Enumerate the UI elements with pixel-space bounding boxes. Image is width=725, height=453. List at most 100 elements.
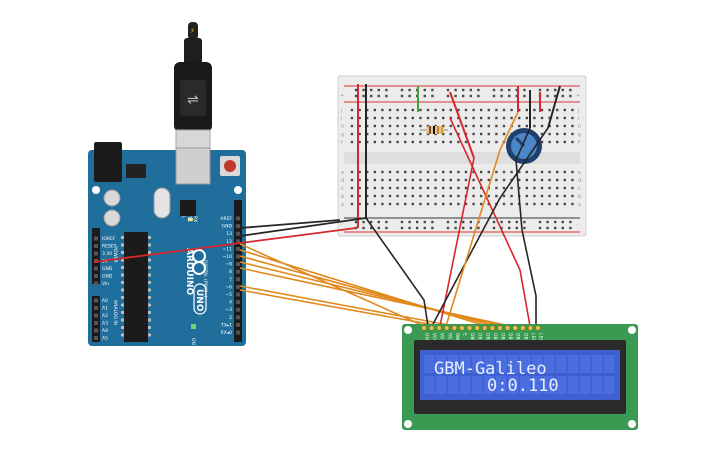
breadboard-hole[interactable]: [571, 202, 574, 206]
breadboard-hole[interactable]: [502, 170, 506, 174]
breadboard-hole[interactable]: [408, 88, 411, 92]
breadboard-hole[interactable]: [523, 94, 526, 98]
lcd-pin[interactable]: [428, 325, 435, 331]
breadboard-hole[interactable]: [523, 88, 526, 92]
header-pin[interactable]: [236, 246, 240, 251]
breadboard-hole[interactable]: [510, 186, 513, 190]
breadboard-hole[interactable]: [358, 194, 361, 198]
breadboard-hole[interactable]: [442, 170, 445, 174]
breadboard-hole[interactable]: [366, 170, 369, 174]
power-header[interactable]: [92, 228, 100, 284]
breadboard-hole[interactable]: [449, 178, 452, 182]
breadboard-hole[interactable]: [472, 132, 475, 136]
breadboard-hole[interactable]: [487, 194, 490, 198]
breadboard-hole[interactable]: [411, 124, 414, 128]
breadboard-hole[interactable]: [426, 202, 430, 206]
breadboard-hole[interactable]: [404, 116, 407, 120]
breadboard-hole[interactable]: [457, 186, 460, 190]
breadboard-hole[interactable]: [495, 194, 498, 198]
breadboard-hole[interactable]: [563, 116, 566, 120]
breadboard-hole[interactable]: [457, 194, 460, 198]
wire-black[interactable]: [365, 217, 429, 327]
breadboard-hole[interactable]: [571, 178, 574, 182]
breadboard-hole[interactable]: [370, 94, 373, 98]
breadboard-hole[interactable]: [523, 220, 526, 224]
header-pin[interactable]: [94, 321, 98, 325]
breadboard-hole[interactable]: [500, 88, 503, 92]
breadboard-hole[interactable]: [385, 220, 388, 224]
breadboard-hole[interactable]: [556, 194, 559, 198]
breadboard-hole[interactable]: [423, 94, 426, 98]
breadboard-hole[interactable]: [502, 186, 506, 190]
breadboard-hole[interactable]: [419, 202, 422, 206]
breadboard-hole[interactable]: [449, 170, 452, 174]
breadboard-hole[interactable]: [487, 140, 490, 144]
breadboard-hole[interactable]: [540, 108, 544, 112]
breadboard-hole[interactable]: [446, 94, 450, 98]
breadboard-hole[interactable]: [419, 108, 422, 112]
breadboard-hole[interactable]: [400, 88, 404, 92]
breadboard-hole[interactable]: [563, 132, 566, 136]
breadboard-hole[interactable]: [366, 186, 369, 190]
breadboard-hole[interactable]: [358, 132, 361, 136]
wiring[interactable]: [93, 111, 549, 327]
breadboard-hole[interactable]: [373, 186, 376, 190]
breadboard-hole[interactable]: [396, 140, 399, 144]
breadboard-hole[interactable]: [408, 220, 411, 224]
breadboard-hole[interactable]: [556, 132, 559, 136]
lcd-pin[interactable]: [451, 325, 458, 331]
breadboard-hole[interactable]: [556, 140, 559, 144]
breadboard-hole[interactable]: [571, 124, 574, 128]
breadboard-hole[interactable]: [571, 132, 574, 136]
lcd-pin[interactable]: [436, 325, 442, 331]
breadboard-hole[interactable]: [563, 108, 566, 112]
breadboard-hole[interactable]: [388, 186, 392, 190]
breadboard-hole[interactable]: [464, 140, 468, 144]
breadboard-hole[interactable]: [548, 108, 551, 112]
breadboard-hole[interactable]: [500, 220, 503, 224]
breadboard-hole[interactable]: [434, 170, 437, 174]
breadboard-hole[interactable]: [556, 108, 559, 112]
breadboard-hole[interactable]: [502, 124, 506, 128]
breadboard-hole[interactable]: [381, 132, 384, 136]
breadboard-hole[interactable]: [449, 108, 452, 112]
breadboard-hole[interactable]: [388, 108, 392, 112]
breadboard-hole[interactable]: [366, 108, 369, 112]
breadboard-hole[interactable]: [366, 132, 369, 136]
breadboard-hole[interactable]: [472, 170, 475, 174]
breadboard-hole[interactable]: [556, 116, 559, 120]
breadboard-hole[interactable]: [540, 132, 544, 136]
wire-orange[interactable]: [239, 267, 511, 327]
breadboard-hole[interactable]: [480, 116, 483, 120]
analog-header[interactable]: [92, 296, 100, 342]
breadboard-hole[interactable]: [480, 108, 483, 112]
breadboard-hole[interactable]: [381, 108, 384, 112]
breadboard-hole[interactable]: [540, 170, 544, 174]
breadboard-hole[interactable]: [442, 194, 445, 198]
breadboard-hole[interactable]: [569, 226, 572, 230]
breadboard-hole[interactable]: [454, 220, 457, 224]
breadboard-hole[interactable]: [495, 186, 498, 190]
breadboard-hole[interactable]: [510, 108, 513, 112]
breadboard-hole[interactable]: [495, 132, 498, 136]
header-pin[interactable]: [94, 251, 98, 256]
lcd-pin[interactable]: [474, 325, 480, 331]
breadboard-hole[interactable]: [495, 140, 498, 144]
breadboard-hole[interactable]: [370, 226, 373, 230]
breadboard-hole[interactable]: [396, 178, 399, 182]
breadboard-hole[interactable]: [469, 94, 472, 98]
header-pin[interactable]: [236, 216, 240, 221]
breadboard-hole[interactable]: [508, 88, 511, 92]
breadboard-hole[interactable]: [548, 178, 551, 182]
header-pin[interactable]: [94, 306, 98, 310]
breadboard-hole[interactable]: [554, 220, 557, 224]
breadboard-hole[interactable]: [411, 178, 414, 182]
breadboard-hole[interactable]: [381, 186, 384, 190]
breadboard-hole[interactable]: [548, 132, 551, 136]
breadboard-hole[interactable]: [388, 194, 392, 198]
breadboard-hole[interactable]: [556, 178, 559, 182]
breadboard-hole[interactable]: [385, 88, 388, 92]
breadboard-hole[interactable]: [480, 194, 483, 198]
breadboard-hole[interactable]: [508, 220, 511, 224]
